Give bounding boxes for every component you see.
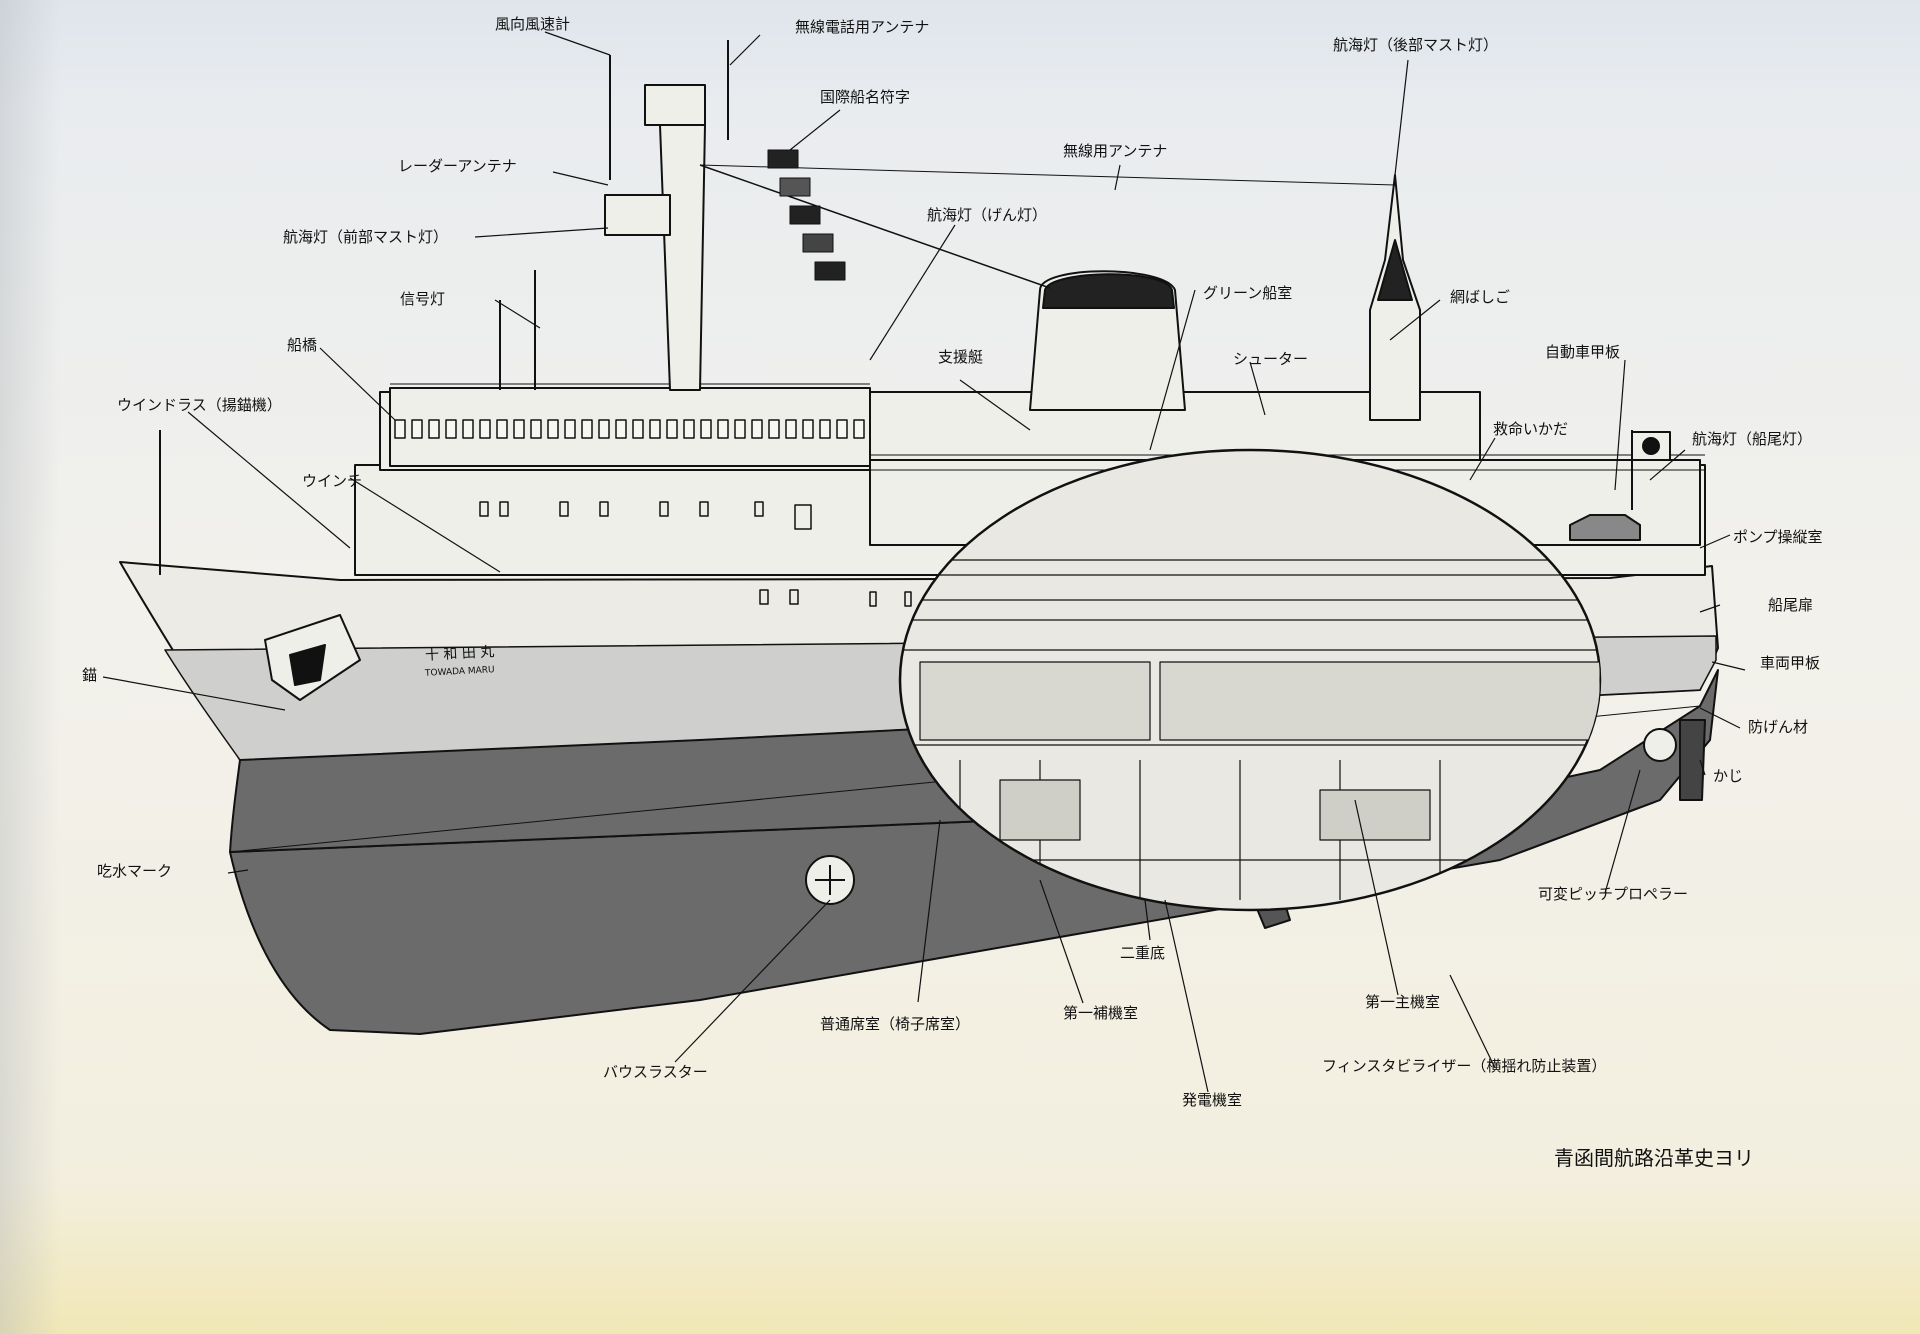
label-nav-light-aft-mast: 航海灯（後部マスト灯） (1333, 36, 1499, 54)
label-car-deck: 自動車甲板 (1545, 343, 1621, 361)
label-life-raft: 救命いかだ (1493, 420, 1569, 438)
label-generator-room: 発電機室 (1182, 1091, 1243, 1109)
label-tender-boat: 支援艇 (938, 348, 984, 366)
source-credit: 青函間航路沿革史ヨリ (1554, 1146, 1754, 1170)
label-wind-meter: 風向風速計 (495, 15, 571, 33)
label-cpp: 可変ピッチプロペラー (1538, 885, 1689, 903)
ship-name-romaji: TOWADA MARU (424, 665, 495, 679)
label-signal-light: 信号灯 (400, 290, 446, 308)
label-nav-light-fore-mast: 航海灯（前部マスト灯） (283, 228, 449, 246)
bridge-house (389, 387, 871, 467)
label-chute: シューター (1233, 350, 1309, 368)
label-anchor: 錨 (82, 666, 98, 684)
label-winch: ウインチ (302, 472, 363, 490)
label-rudder: かじ (1713, 767, 1744, 785)
label-aux-engine-room: 第一補機室 (1063, 1004, 1139, 1022)
label-draft-mark: 吃水マーク (97, 862, 173, 880)
label-radar-antenna: レーダーアンテナ (398, 157, 517, 175)
label-ordinary-cabin: 普通席室（椅子席室） (820, 1015, 971, 1033)
label-double-bottom: 二重底 (1120, 944, 1166, 962)
label-windlass: ウインドラス（揚錨機） (117, 396, 282, 414)
label-bridge: 船橋 (287, 336, 318, 354)
label-radiotel-antenna: 無線電話用アンテナ (795, 18, 930, 36)
label-signal-letters: 国際船名符字 (820, 88, 911, 106)
label-main-engine-room: 第一主機室 (1365, 993, 1441, 1011)
label-fin-stabilizer: フィンスタビライザー（横揺れ防止装置） (1322, 1057, 1607, 1075)
label-green-cabin: グリーン船室 (1203, 284, 1293, 302)
label-fender: 防げん材 (1748, 718, 1809, 736)
label-pump-control-room: ポンプ操縦室 (1733, 528, 1823, 546)
label-nav-light-stern: 航海灯（船尾灯） (1692, 430, 1813, 448)
label-net-ladder: 網ばしご (1450, 288, 1511, 306)
label-radio-antenna: 無線用アンテナ (1063, 142, 1168, 160)
page-shadow (0, 0, 60, 1334)
fore-mast (659, 124, 706, 391)
label-nav-light-side: 航海灯（げん灯） (927, 206, 1048, 224)
rudder (1679, 719, 1706, 801)
label-vehicle-deck: 車両甲板 (1760, 654, 1821, 672)
hull-lower (229, 669, 1719, 1035)
label-stern-door: 船尾扉 (1768, 596, 1814, 614)
label-bow-thruster: バウスラスター (603, 1063, 708, 1081)
